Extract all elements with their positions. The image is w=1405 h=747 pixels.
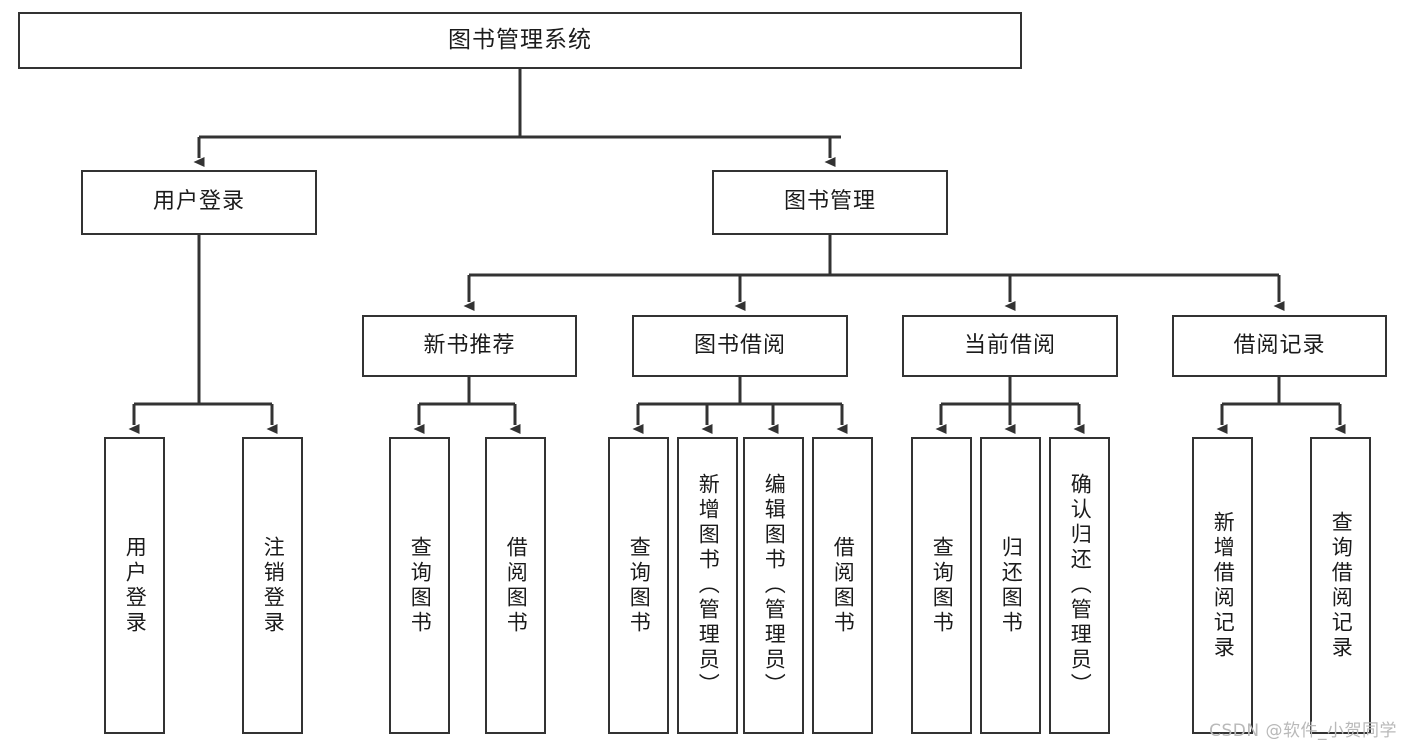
node-leaf-borrow-book-1-label: 借阅图书 [504,535,529,636]
node-leaf-add-record-label: 新增借阅记录 [1211,510,1236,661]
node-leaf-query-book-3[interactable]: 查询图书 [911,437,972,734]
node-leaf-confirm-return-label: 确认归还（管理员） [1068,473,1093,698]
node-leaf-user-login[interactable]: 用户登录 [104,437,165,734]
node-leaf-borrow-book-2[interactable]: 借阅图书 [812,437,873,734]
node-leaf-query-book-2-label: 查询图书 [627,535,652,636]
node-borrow-record[interactable]: 借阅记录 [1172,315,1387,377]
csdn-watermark: CSDN @软件_小贺同学 [1209,721,1397,741]
node-leaf-add-book-label: 新增图书（管理员） [696,473,721,698]
node-leaf-query-book-3-label: 查询图书 [930,535,955,636]
node-user-login-label: 用户登录 [152,189,245,215]
node-leaf-query-record-label: 查询借阅记录 [1329,510,1354,661]
node-leaf-return-book-label: 归还图书 [999,535,1024,636]
node-leaf-query-book-1-label: 查询图书 [408,535,433,636]
node-leaf-query-record[interactable]: 查询借阅记录 [1310,437,1371,734]
node-leaf-logout-label: 注销登录 [261,535,286,636]
node-leaf-borrow-book-1[interactable]: 借阅图书 [485,437,546,734]
node-user-login[interactable]: 用户登录 [81,170,317,235]
node-borrow-record-label: 借阅记录 [1233,332,1326,358]
node-leaf-edit-book[interactable]: 编辑图书（管理员） [743,437,804,734]
node-new-book-recommend-label: 新书推荐 [423,332,516,358]
node-book-manage[interactable]: 图书管理 [712,170,948,235]
node-leaf-add-record[interactable]: 新增借阅记录 [1192,437,1253,734]
node-book-borrow-label: 图书借阅 [693,332,786,358]
node-leaf-query-book-2[interactable]: 查询图书 [608,437,669,734]
node-root-label: 图书管理系统 [448,27,592,54]
node-book-manage-label: 图书管理 [783,189,876,215]
node-root[interactable]: 图书管理系统 [18,12,1022,69]
node-leaf-confirm-return[interactable]: 确认归还（管理员） [1049,437,1110,734]
node-leaf-return-book[interactable]: 归还图书 [980,437,1041,734]
node-leaf-user-login-label: 用户登录 [123,535,148,636]
node-leaf-logout[interactable]: 注销登录 [242,437,303,734]
node-leaf-add-book[interactable]: 新增图书（管理员） [677,437,738,734]
node-new-book-recommend[interactable]: 新书推荐 [362,315,577,377]
node-current-borrow[interactable]: 当前借阅 [902,315,1118,377]
node-leaf-edit-book-label: 编辑图书（管理员） [762,473,787,698]
node-leaf-borrow-book-2-label: 借阅图书 [831,535,856,636]
node-book-borrow[interactable]: 图书借阅 [632,315,848,377]
node-leaf-query-book-1[interactable]: 查询图书 [389,437,450,734]
node-current-borrow-label: 当前借阅 [963,332,1056,358]
